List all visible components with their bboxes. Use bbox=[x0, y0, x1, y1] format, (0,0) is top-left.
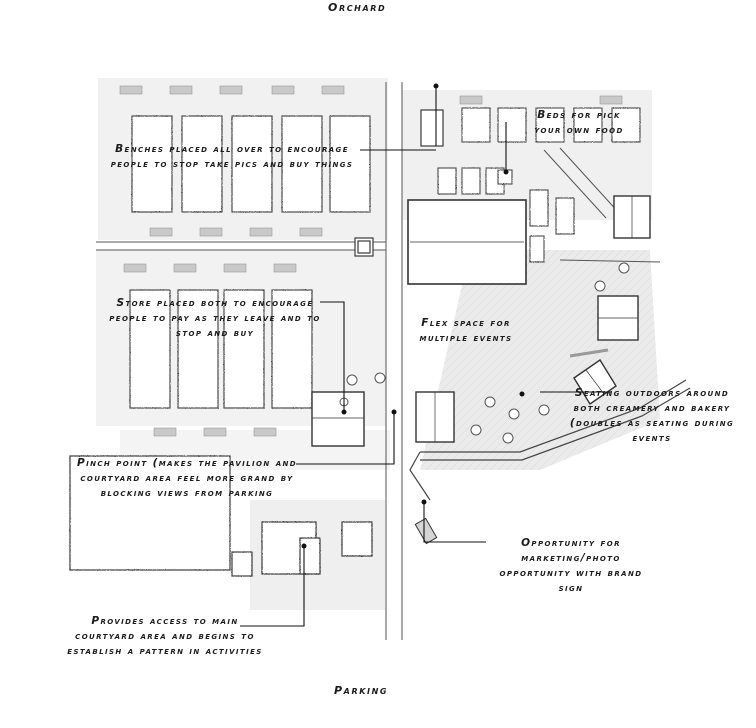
bench-pads bbox=[119, 85, 623, 437]
leader-dots bbox=[301, 83, 525, 549]
diagonal-walkway bbox=[543, 147, 661, 263]
access-annotation: Provides access to main courtyard area a… bbox=[67, 615, 263, 657]
path-kiosks bbox=[354, 109, 444, 257]
pinch-point-annotation: Pinch point (makes the pavilion and cour… bbox=[76, 457, 297, 499]
courtyard-wall bbox=[409, 348, 691, 501]
beds-annotation: Beds for pick your own food bbox=[534, 109, 624, 136]
benches-annotation: Benches placed all over to encourage peo… bbox=[110, 143, 354, 170]
pick-your-own-beds bbox=[437, 107, 641, 263]
main-path bbox=[96, 82, 403, 640]
store-building bbox=[311, 391, 365, 447]
bakery-building bbox=[597, 295, 639, 341]
orchard-label: Orchard bbox=[328, 1, 387, 14]
pinch-point-structure bbox=[415, 391, 455, 443]
parking-area-buildings bbox=[69, 455, 373, 577]
orchard-beds-upper bbox=[131, 115, 371, 213]
marketing-annotation: Opportunity for marketing/photo opportun… bbox=[499, 537, 643, 594]
store-annotation: Store placed both to encourage people to… bbox=[109, 297, 321, 339]
leader-lines bbox=[240, 86, 612, 627]
brand-sign bbox=[414, 517, 438, 545]
seating-shelter bbox=[573, 359, 617, 405]
flex-space-annotation: Flex space for multiple events bbox=[419, 317, 513, 344]
parking-label: Parking bbox=[334, 684, 389, 697]
creamery-building bbox=[613, 195, 651, 239]
seating-annotation: Seating outdoors around both creamery an… bbox=[569, 387, 735, 444]
orchard-beds-lower bbox=[129, 289, 313, 409]
courtyard-tables bbox=[339, 262, 630, 444]
pavilion-building bbox=[407, 199, 527, 285]
